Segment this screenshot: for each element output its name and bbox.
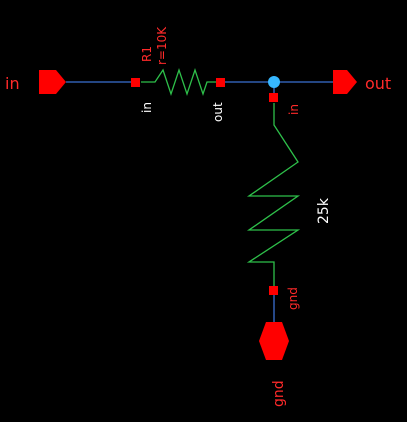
- resistor-r2-pin-gnd-label: gnd: [286, 287, 300, 310]
- resistor-r2-pin-in[interactable]: [269, 93, 278, 102]
- resistor-r1[interactable]: R1 r=10K in out: [131, 26, 225, 122]
- output-port[interactable]: out: [333, 70, 391, 94]
- output-port-label: out: [365, 74, 391, 93]
- input-port[interactable]: in: [5, 70, 66, 94]
- input-port-label: in: [5, 74, 20, 93]
- output-port-arrow-icon[interactable]: [333, 70, 357, 94]
- resistor-r2-value: 25k: [316, 197, 332, 224]
- resistor-r1-name: R1: [140, 46, 154, 62]
- wires: [66, 81, 333, 322]
- resistor-r1-pin-out-label: out: [211, 102, 225, 122]
- input-port-arrow-icon[interactable]: [39, 70, 66, 94]
- ground-port-label: gnd: [271, 380, 287, 407]
- resistor-r2-zigzag-icon: [246, 103, 301, 290]
- junction-dot[interactable]: [268, 76, 280, 88]
- resistor-r1-pin-in[interactable]: [131, 78, 140, 87]
- resistor-r1-pin-out[interactable]: [216, 78, 225, 87]
- resistor-r1-zigzag-icon: [141, 67, 219, 97]
- resistor-r2[interactable]: 25k in gnd: [246, 93, 332, 310]
- resistor-r1-pin-in-label: in: [140, 102, 154, 113]
- resistor-r1-param: r=10K: [155, 26, 169, 65]
- resistor-r2-pin-in-label: in: [287, 104, 301, 115]
- resistor-r2-pin-gnd[interactable]: [269, 286, 278, 295]
- ground-port-hexagon-icon[interactable]: [259, 322, 289, 360]
- ground-port[interactable]: gnd: [259, 322, 289, 407]
